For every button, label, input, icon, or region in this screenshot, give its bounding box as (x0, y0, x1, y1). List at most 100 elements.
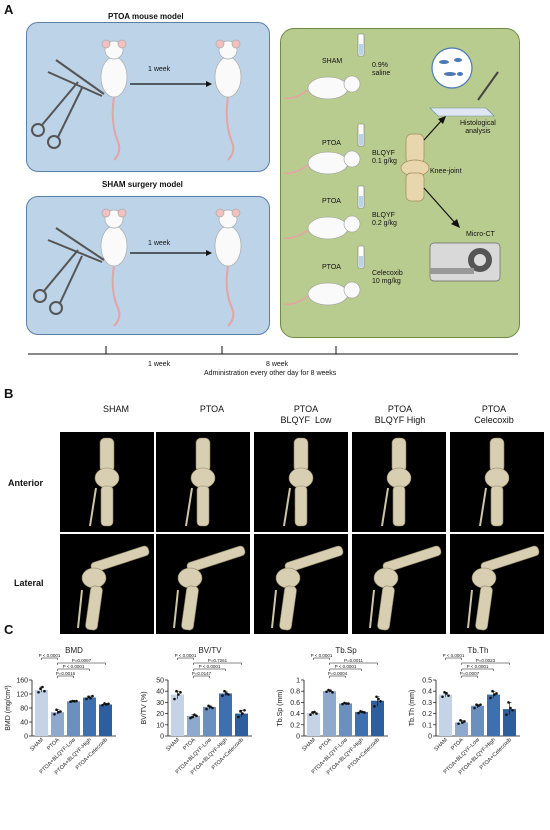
p-value-label: P=0.0016 (56, 671, 76, 676)
data-point (445, 692, 448, 695)
bar (235, 713, 248, 736)
chart-title: BMD (65, 646, 83, 655)
column-header-ptoa-celecoxib: PTOA Celecoxib (474, 404, 514, 425)
sham-surgery-illustration (33, 208, 242, 327)
data-point (459, 719, 462, 722)
data-point (239, 710, 242, 713)
data-point (175, 689, 178, 693)
data-point (41, 685, 44, 689)
bar (439, 694, 452, 736)
y-tick-label: 20 (156, 711, 164, 718)
data-point (341, 702, 344, 706)
column-header-sham: SHAM (102, 404, 129, 414)
knee-bone-icon (173, 545, 246, 631)
knee-bone-icon (77, 545, 150, 631)
data-point (205, 707, 208, 711)
data-point (345, 702, 348, 705)
arrow-week-bottom: 1 week (148, 240, 171, 247)
y-tick-label: 80 (20, 706, 28, 713)
data-point (361, 710, 364, 714)
timeline-label-1: 1 week (148, 361, 171, 368)
chart-title: Tb.Th (468, 646, 489, 655)
data-point (495, 692, 498, 695)
data-point (313, 710, 316, 714)
data-point (327, 688, 330, 692)
data-point (493, 693, 496, 696)
data-point (359, 710, 362, 713)
significance-bracket (41, 657, 58, 660)
p-value-label: P=0.0147 (192, 671, 212, 676)
data-point (477, 704, 480, 708)
significance-bracket (193, 668, 226, 671)
micro-ct-image-lateral-3 (254, 534, 348, 634)
data-point (225, 692, 228, 695)
y-tick-label: 30 (156, 700, 164, 707)
bar (307, 713, 320, 736)
y-tick-label: 0 (296, 734, 300, 741)
group-dose-2: BLQYF 0.1 g/kg (372, 150, 397, 165)
y-tick-label: 0.6 (290, 700, 300, 707)
y-tick-label: 120 (16, 692, 28, 699)
p-value-label: P=0.0023 (476, 658, 496, 663)
data-point (511, 708, 514, 712)
chart-title: Tb.Sp (335, 646, 357, 655)
y-axis-label: Tb.Th (mm) (409, 690, 416, 727)
data-point (343, 701, 346, 705)
micro-ct-scanner-icon (429, 242, 501, 282)
data-point (373, 705, 376, 708)
data-point (457, 722, 460, 725)
timeline (28, 346, 518, 355)
p-value-label: P < 0.0001 (335, 664, 357, 669)
significance-bracket (193, 675, 210, 678)
p-value-label: P < 0.0001 (175, 653, 197, 658)
surgical-scissors-icon (33, 227, 105, 315)
micro-ct-label: Micro-CT (466, 231, 495, 238)
histology-label: Histological analysis (460, 120, 496, 135)
knee-bone-icon (467, 545, 540, 631)
ptoa-model-title: PTOA mouse model (108, 12, 184, 21)
category-label: SHAM (29, 737, 45, 753)
mouse-icon (100, 39, 128, 98)
y-axis-label: BMD (mg/cm³) (5, 685, 12, 731)
data-point (57, 710, 60, 714)
data-point (325, 690, 328, 694)
significance-bracket (57, 675, 74, 678)
bar (51, 712, 64, 736)
knee-bone-icon (271, 545, 344, 631)
data-point (331, 691, 334, 694)
data-point (221, 694, 224, 697)
y-tick-label: 160 (16, 678, 28, 685)
data-point (71, 699, 74, 703)
data-point (211, 706, 214, 710)
p-value-label: P=0.0011 (344, 658, 364, 663)
y-tick-label: 1 (296, 678, 300, 685)
data-point (443, 691, 446, 694)
data-point (105, 703, 108, 706)
data-point (379, 699, 382, 703)
y-tick-label: 0.4 (422, 689, 432, 696)
mouse-icon (307, 215, 361, 240)
y-axis-label: Tb.Sp (mm) (277, 690, 284, 727)
mouse-icon (307, 150, 361, 175)
chart-title: BV/TV (198, 646, 222, 655)
mouse-icon (214, 208, 242, 267)
syringe-icon (357, 33, 365, 269)
column-header-ptoa-blqyf-high: PTOA BLQYF High (374, 404, 426, 425)
data-point (463, 720, 466, 723)
category-label: SHAM (165, 737, 181, 753)
p-value-label: P=0.0004 (328, 671, 348, 676)
y-tick-label: 0 (24, 734, 28, 741)
data-point (227, 693, 230, 696)
knee-bone-icon (369, 545, 442, 631)
sham-model-title: SHAM surgery model (102, 180, 183, 189)
histology-slide-icon (429, 47, 499, 117)
significance-bracket (193, 662, 242, 665)
data-point (85, 697, 88, 701)
row-header-anterior: Anterior (8, 478, 44, 488)
column-header-ptoa-blqyf-low: PTOA BLQYF Low (280, 404, 332, 425)
data-point (377, 697, 380, 701)
data-point (209, 705, 212, 709)
bar (99, 704, 112, 736)
significance-bracket (177, 657, 194, 660)
